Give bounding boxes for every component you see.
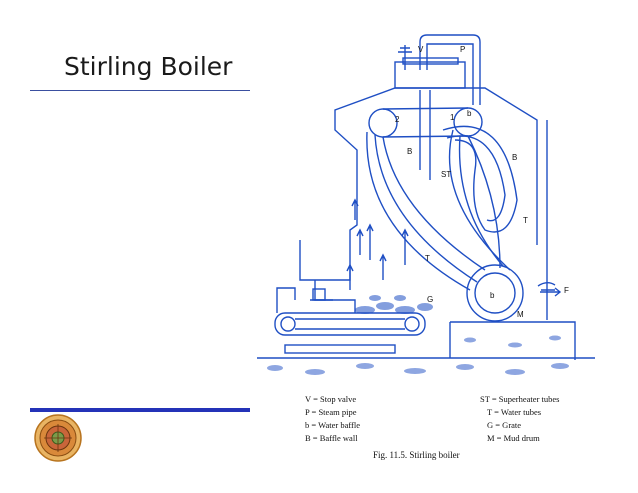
legend-left-2: b = Water baffle [305,420,360,430]
label-f: F [564,286,569,295]
label-drum-1: 1 [450,113,455,122]
legend-left-3: B = Baffle wall [305,433,358,443]
label-drum-2: 2 [395,115,400,124]
label-b-bottom: b [490,291,495,300]
label-g: G [427,295,433,304]
stirling-boiler-diagram: V P b 2 1 B B ST T T b F G M V = Stop va… [257,34,595,460]
label-p: P [460,45,465,54]
label-b-right: B [512,153,517,162]
legend-right-1: T = Water tubes [487,407,541,417]
legend-right-0: ST = Superheater tubes [480,394,559,404]
label-st: ST [441,170,451,179]
label-t-right: T [523,216,528,225]
legend-right-3: M = Mud drum [487,433,540,443]
label-m: M [517,310,524,319]
legend-right-2: G = Grate [487,420,521,430]
legend-left-0: V = Stop valve [305,394,356,404]
institution-seal-icon [34,414,82,462]
footer-rule [30,408,250,412]
slide-title: Stirling Boiler [64,52,233,81]
label-v: V [418,45,424,54]
figure-caption: Fig. 11.5. Stirling boiler [373,450,460,460]
label-b-top: b [467,109,472,118]
title-underline [30,90,250,91]
label-b-left: B [407,147,412,156]
legend-left-1: P = Steam pipe [305,407,357,417]
label-t-mid: T [425,254,430,263]
